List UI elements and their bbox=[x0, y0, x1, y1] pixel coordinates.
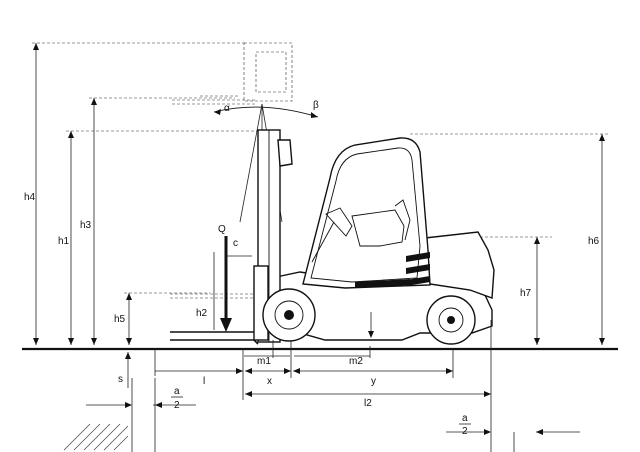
label-h4: h4 bbox=[24, 192, 36, 203]
aisle-detail-left bbox=[63, 378, 196, 452]
label-a-right-den: 2 bbox=[462, 426, 468, 437]
label-alpha: α bbox=[224, 103, 230, 114]
label-a-right-num: a bbox=[462, 413, 468, 424]
label-h2: h2 bbox=[196, 308, 208, 319]
height-dimensions-left bbox=[32, 42, 262, 345]
label-h7: h7 bbox=[520, 288, 532, 299]
label-c: c bbox=[233, 238, 238, 249]
load-arrow bbox=[213, 236, 232, 332]
label-a-left-num: a bbox=[174, 386, 180, 397]
aisle-detail-right bbox=[446, 400, 580, 452]
label-beta: β bbox=[313, 100, 319, 111]
label-h1: h1 bbox=[58, 236, 70, 247]
forklift-body bbox=[170, 129, 495, 345]
label-m2: m2 bbox=[349, 356, 363, 367]
label-a-left-den: 2 bbox=[174, 400, 180, 411]
height-dimensions-right bbox=[410, 133, 608, 345]
raised-carriage-outline bbox=[172, 42, 293, 105]
label-h6: h6 bbox=[588, 236, 600, 247]
label-h3: h3 bbox=[80, 220, 92, 231]
label-m1: m1 bbox=[257, 356, 271, 367]
label-y: y bbox=[371, 376, 376, 387]
label-s: s bbox=[118, 374, 123, 385]
horizontal-dimensions bbox=[125, 320, 492, 400]
label-Q: Q bbox=[218, 224, 226, 235]
label-h5: h5 bbox=[114, 314, 126, 325]
label-x: x bbox=[267, 376, 272, 387]
label-l2: l2 bbox=[364, 398, 372, 409]
label-l: l bbox=[203, 376, 205, 387]
